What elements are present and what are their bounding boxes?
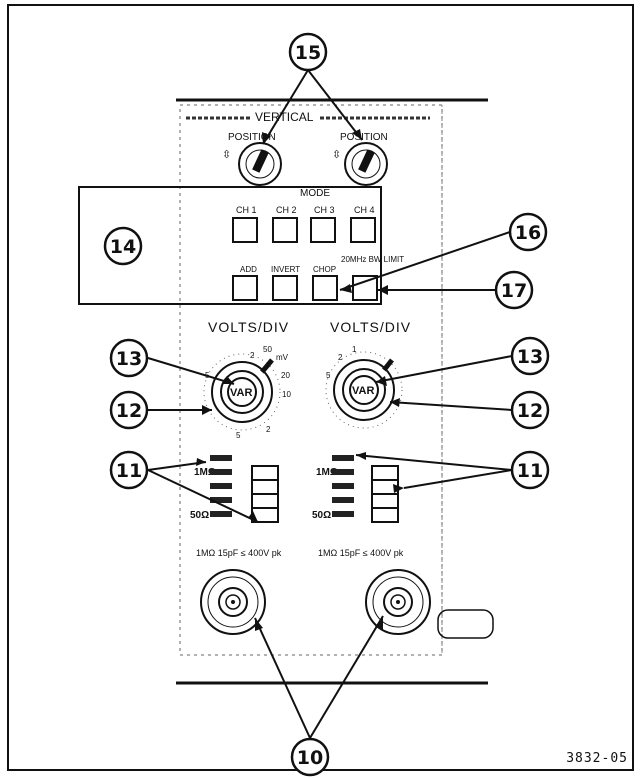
chop-button[interactable] — [312, 275, 338, 301]
callout-12-left-text: 12 — [116, 400, 142, 422]
callout-15: 15 — [288, 32, 328, 72]
impedance-stack-right: 1MΩ 50Ω — [312, 455, 399, 523]
callout-11-right: 11 — [510, 450, 550, 490]
dial-mark: 5 — [326, 371, 331, 380]
dial-mark: 50 — [263, 345, 272, 354]
callout-10: 10 — [290, 737, 330, 777]
bnc-input-left[interactable] — [200, 569, 266, 635]
ch1-label: CH 1 — [236, 205, 257, 215]
var-label-right: VAR — [352, 385, 374, 397]
callout-17-text: 17 — [501, 280, 527, 302]
callout-11-left-text: 11 — [116, 460, 142, 482]
dial-mark: 10 — [282, 390, 291, 399]
position-knob-right[interactable] — [344, 142, 388, 186]
impedance-1m-right: 1MΩ — [316, 467, 338, 478]
position-label-left: POSITION — [228, 132, 276, 143]
ch3-label: CH 3 — [314, 205, 335, 215]
impedance-50-right: 50Ω — [312, 510, 331, 521]
callout-11-right-text: 11 — [517, 460, 543, 482]
mode-title: MODE — [300, 188, 330, 199]
arrowheads — [196, 129, 404, 631]
impedance-1m-left: 1MΩ — [194, 467, 216, 478]
up-down-arrow-icon: ⇳ — [222, 149, 231, 161]
dial-mark: 1 — [352, 345, 357, 354]
bnc-input-right[interactable] — [365, 569, 431, 635]
ch1-button[interactable] — [232, 217, 258, 243]
impedance-50-left: 50Ω — [190, 510, 209, 521]
var-label-left: VAR — [230, 387, 252, 399]
callout-13-right-text: 13 — [517, 346, 543, 368]
dial-mark: 20 — [281, 371, 290, 380]
volts-div-label-right: VOLTS/DIV — [330, 319, 411, 335]
figure-number: 3832-05 — [566, 751, 628, 766]
dial-mark: 2 — [338, 353, 343, 362]
up-down-arrow-icon: ⇳ — [332, 149, 341, 161]
dial-mark: mV — [276, 353, 289, 362]
callout-13-left: 13 — [109, 338, 149, 378]
mode-group-box — [78, 186, 382, 305]
volts-div-knob-right[interactable] — [325, 351, 403, 429]
chop-label: CHOP — [313, 265, 336, 274]
callout-13-left-text: 13 — [116, 348, 142, 370]
position-label-right: POSITION — [340, 132, 388, 143]
callout-14: 14 — [103, 226, 143, 266]
ch2-button[interactable] — [272, 217, 298, 243]
dial-mark: 5 — [236, 431, 241, 440]
input-spec-left: 1MΩ 15pF ≤ 400V pk — [196, 548, 282, 558]
callout-17: 17 — [494, 270, 534, 310]
leader-lines — [147, 69, 513, 739]
ch2-label: CH 2 — [276, 205, 297, 215]
dial-mark: 2 — [266, 425, 271, 434]
callout-15-text: 15 — [295, 42, 321, 64]
invert-button[interactable] — [272, 275, 298, 301]
position-knob-left[interactable] — [238, 142, 282, 186]
callout-14-text: 14 — [110, 236, 136, 258]
ch4-button[interactable] — [350, 217, 376, 243]
callout-12-right: 12 — [510, 390, 550, 430]
add-label: ADD — [240, 265, 257, 274]
add-button[interactable] — [232, 275, 258, 301]
ch4-label: CH 4 — [354, 205, 375, 215]
callout-13-right: 13 — [510, 336, 550, 376]
dial-mark: 2 — [250, 351, 255, 360]
panel-title: VERTICAL — [255, 110, 314, 124]
volts-div-label-left: VOLTS/DIV — [208, 319, 289, 335]
bw-limit-label: 20MHz BW LIMIT — [341, 255, 404, 264]
bw-limit-button[interactable] — [352, 275, 378, 301]
mode-buttons-row2: ADD INVERT CHOP 20MHz BW LIMIT — [232, 255, 404, 301]
input-spec-right: 1MΩ 15pF ≤ 400V pk — [318, 548, 404, 558]
callout-10-text: 10 — [297, 747, 323, 769]
callout-12-right-text: 12 — [517, 400, 543, 422]
invert-label: INVERT — [271, 265, 300, 274]
callout-12-left: 12 — [109, 390, 149, 430]
serial-plate — [437, 609, 494, 639]
callout-16: 16 — [508, 212, 548, 252]
callout-16-text: 16 — [515, 222, 541, 244]
ch3-button[interactable] — [310, 217, 336, 243]
impedance-stack-left: 1MΩ 50Ω — [190, 455, 279, 523]
mode-buttons-row1: CH 1 CH 2 CH 3 CH 4 — [232, 205, 376, 243]
callout-11-left: 11 — [109, 450, 149, 490]
